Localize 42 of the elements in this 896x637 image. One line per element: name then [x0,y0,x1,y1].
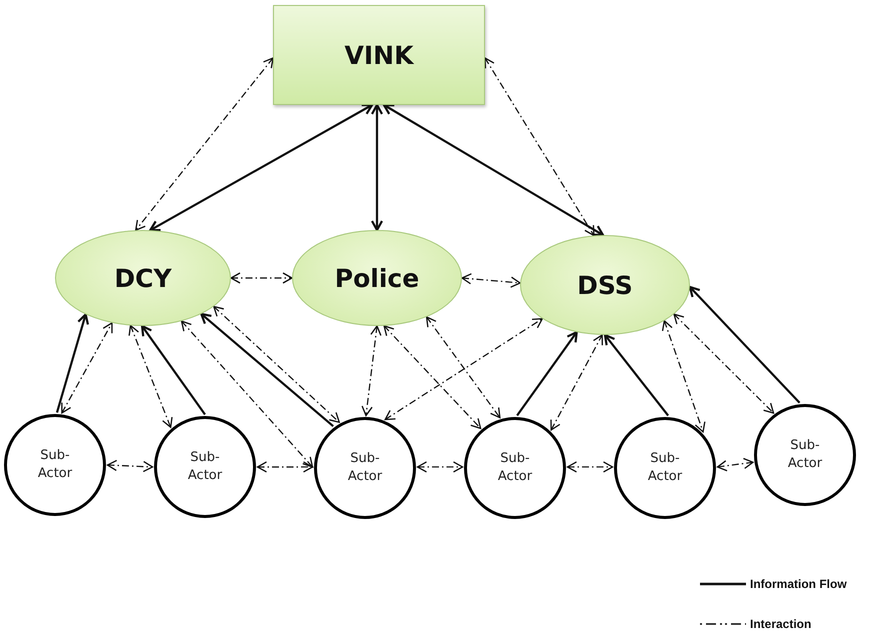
dash-dot-arrow [461,273,521,288]
node-label: DCY [114,264,172,292]
dash-dot-arrow [213,306,340,423]
dash-dot-arrow [384,318,543,420]
node-label: Sub- Actor [786,437,824,473]
dash-dot-arrow [383,325,482,429]
arrow [516,331,578,416]
dash-dot-arrow [256,461,314,473]
dash-dot-arrow [484,57,595,236]
dash-dot-arrow [673,314,774,414]
arrow [200,312,334,428]
dash-dot-arrow [361,325,382,416]
dash-dot-arrow [135,57,274,231]
node-label: Police [334,264,420,292]
node-label: Sub- Actor [646,450,684,486]
arrow [604,334,670,416]
arrow [370,104,384,232]
arrow [140,324,206,416]
dash-dot-arrow [230,272,293,284]
dash-dot-arrow [128,324,173,428]
node-label: Sub- Actor [346,450,384,486]
node-label: Sub- Actor [36,447,74,483]
arrow [688,286,800,404]
dash-dot-arrow [550,334,603,431]
node-label: VINK [344,40,414,70]
dash-dot-arrow [662,320,706,432]
dash-dot-arrow [416,461,464,473]
dash-dot-arrow [106,460,154,472]
arrow [56,313,90,413]
dash-dot-arrow [566,461,614,473]
dash-dot-arrow [61,322,113,414]
arrow [149,104,374,232]
node-label: Sub- Actor [186,449,224,485]
system-box [273,5,485,105]
arrow [382,104,604,236]
legend-label: Interaction [750,617,812,631]
dash-dot-arrow [426,316,501,418]
dash-dot-arrow [716,458,754,472]
node-label: DSS [577,270,633,300]
dash-dot-arrow [180,320,314,468]
legend-label: Information Flow [750,577,847,591]
node-label: Sub- Actor [496,450,534,486]
